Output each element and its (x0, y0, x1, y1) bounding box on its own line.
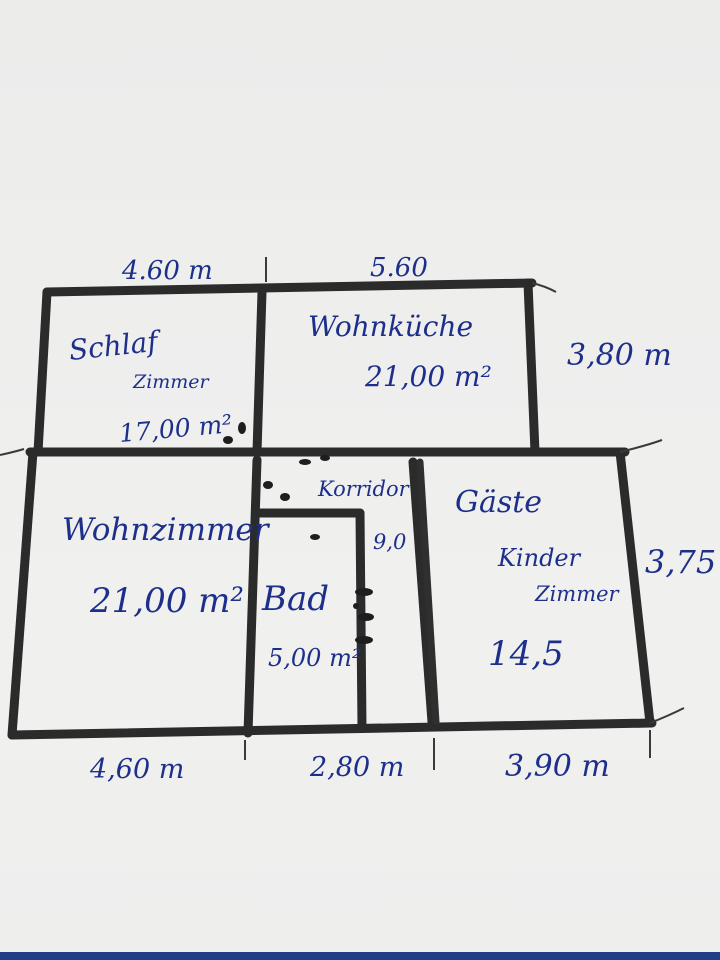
wall-wohnkueche-right (523, 278, 540, 457)
room-wohnkueche-name: Wohnküche (308, 310, 473, 343)
room-schlaf: Schlaf Zimmer 17,00 m² (67, 324, 233, 448)
dim-right-upper: 3,80 m (567, 338, 672, 373)
room-wohnzimmer: Wohnzimmer 21,00 m² (62, 512, 271, 621)
room-korridor-area: 9,0 (373, 530, 406, 554)
room-korridor: Korridor 9,0 (317, 477, 411, 554)
room-gaeste: Gäste Kinder Zimmer 14,5 (455, 485, 621, 674)
room-wohnkueche: Wohnküche 21,00 m² (308, 310, 492, 393)
dimension-labels: 4.60 m 5.60 3,80 m 3,75 4,60 m 2,80 m 3,… (89, 253, 716, 785)
dim-right-lower: 3,75 (645, 543, 716, 581)
wall-bad-right (355, 508, 367, 733)
wall-korridor-gaeste-inner (416, 458, 440, 726)
room-wohnzimmer-area: 21,00 m² (89, 581, 244, 621)
dim-bottom-right: 3,90 m (505, 749, 610, 784)
door-marks (223, 422, 374, 644)
room-gaeste-line2: Kinder (497, 544, 582, 572)
room-schlaf-line1: Schlaf (67, 324, 163, 367)
dim-bottom-left: 4,60 m (89, 754, 184, 785)
wall-left-upper (33, 287, 52, 457)
wall-wohnzimmer-bad (243, 455, 262, 738)
wall-korridor-gaeste (408, 457, 437, 727)
room-gaeste-line3: Zimmer (534, 582, 621, 606)
wall-right-lower (615, 447, 655, 728)
room-wohnkueche-area: 21,00 m² (364, 360, 492, 393)
room-bad: Bad 5,00 m² (261, 579, 361, 672)
room-bad-name: Bad (261, 579, 329, 619)
dim-top-left: 4.60 m (121, 256, 213, 286)
walls (7, 278, 657, 740)
wall-left-lower (7, 447, 38, 740)
dim-bottom-middle: 2,80 m (309, 752, 404, 783)
background-edge (0, 952, 720, 960)
room-schlaf-line2: Zimmer (132, 371, 211, 393)
room-wohnzimmer-name: Wohnzimmer (62, 512, 271, 548)
room-schlaf-area: 17,00 m² (118, 409, 233, 448)
room-bad-area: 5,00 m² (268, 644, 361, 672)
wall-top (42, 278, 537, 297)
room-gaeste-area: 14,5 (488, 634, 564, 674)
wall-bottom (7, 718, 657, 740)
sketch-strokes (0, 257, 685, 770)
room-gaeste-line1: Gäste (455, 485, 542, 520)
dim-top-right: 5.60 (370, 253, 428, 283)
room-korridor-name: Korridor (317, 477, 411, 501)
wall-schlaf-wohnkueche (252, 287, 267, 457)
